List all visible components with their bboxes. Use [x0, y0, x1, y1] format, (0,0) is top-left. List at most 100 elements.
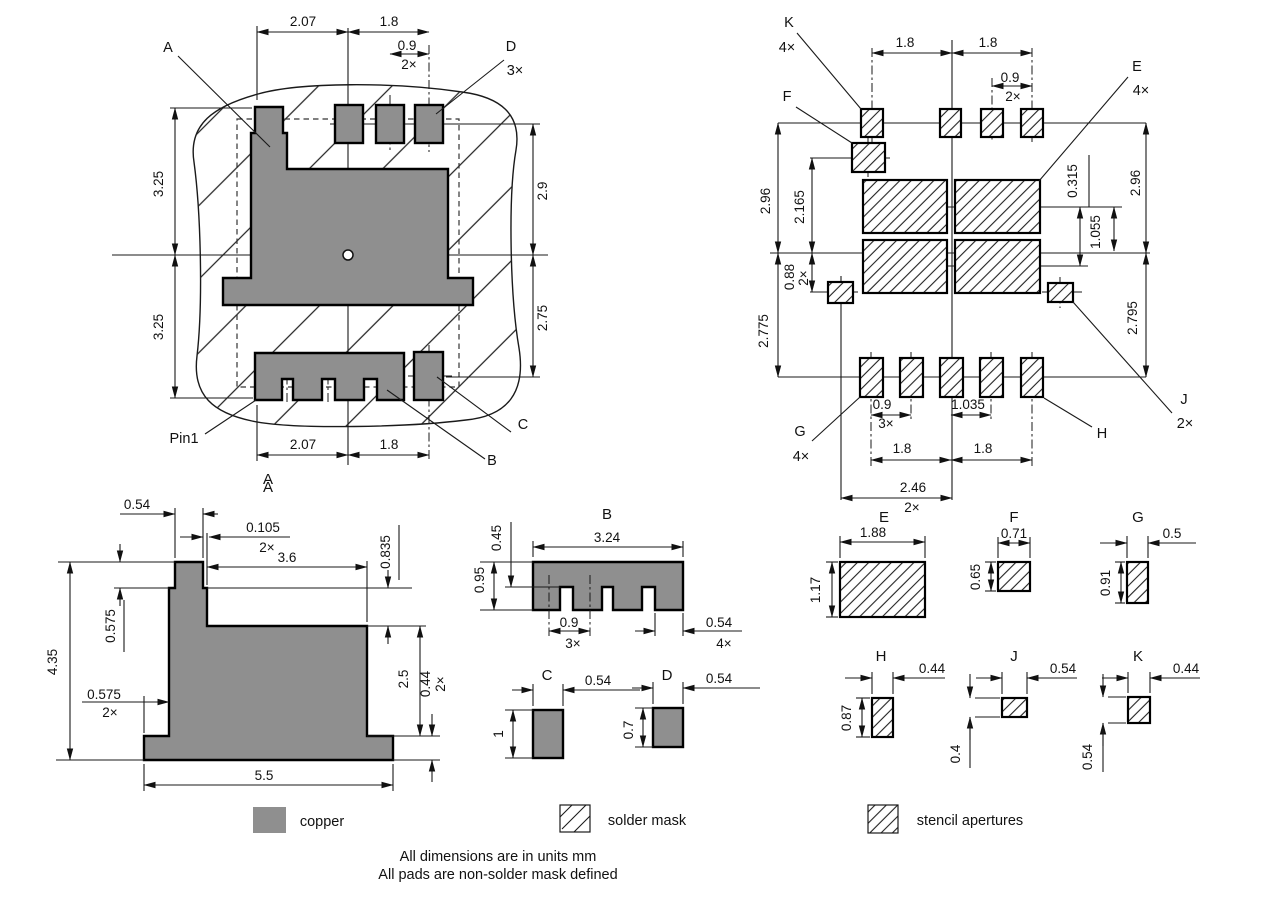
dim-b-pitch-count: 3×	[565, 636, 580, 651]
copper-pad-c	[412, 350, 445, 402]
dim-right-upper: 2.9	[535, 182, 550, 201]
label-e: E	[1132, 59, 1142, 75]
detail-c-dimensions	[505, 684, 640, 759]
dim-s-bottom-pitch: 0.9	[873, 397, 892, 412]
label-pin1: Pin1	[169, 431, 198, 447]
detail-h-dimensions	[845, 672, 945, 738]
drawing-notes: All dimensions are in units mm All pads …	[378, 849, 617, 883]
dim-s-bottom-left: 1.8	[893, 441, 912, 456]
dim-s-left-f: 2.165	[792, 190, 807, 224]
aperture-g4	[978, 356, 1005, 399]
detail-b-dimensions	[480, 522, 742, 636]
dim-s-bottom-pitch-count: 3×	[878, 416, 893, 431]
copper-pad-b	[253, 351, 406, 402]
dim-s-left-small-count: 2×	[796, 270, 811, 285]
detail-g: G 0.5 0.91	[1098, 509, 1196, 605]
stencil-dimensions	[774, 32, 1173, 502]
label-k: K	[784, 15, 794, 31]
dim-a-flange-overhang: 0.575	[87, 687, 121, 702]
label-h: H	[1097, 426, 1107, 442]
copper-pad-d1	[333, 103, 365, 145]
detail-a: A	[45, 479, 448, 791]
dim-a-tab-w: 0.54	[124, 497, 151, 512]
detail-h: H 0.44 0.87	[839, 648, 946, 739]
dim-a-total-w: 5.5	[255, 768, 274, 783]
dim-a-flange-h-count: 2×	[433, 676, 448, 691]
detail-a-title: A	[263, 479, 273, 496]
legend-copper-label: copper	[300, 814, 345, 830]
detail-c: C 0.54 1	[491, 667, 640, 760]
stencil-view: K 4× F 1.8 1.8 0.9 2× E 4× 2.96 2.165 0.…	[756, 15, 1193, 515]
detail-b-shape	[531, 560, 685, 612]
dim-s-right-gap: 0.315	[1065, 164, 1080, 198]
dim-s-left-small: 0.88	[782, 264, 797, 290]
dim-f-h: 0.65	[968, 564, 983, 590]
dim-s-top-right: 1.8	[979, 35, 998, 50]
dim-s-bottom-span: 2.46	[900, 480, 926, 495]
aperture-e1	[861, 178, 949, 235]
detail-g-shape	[1125, 560, 1150, 605]
aperture-g2	[898, 356, 925, 399]
dim-a-flange-overhang-count: 2×	[102, 705, 117, 720]
detail-e-dimensions	[826, 536, 926, 618]
dim-j-h: 0.4	[948, 744, 963, 763]
dim-a-body-h: 2.5	[396, 670, 411, 689]
dim-s-left-lower: 2.775	[756, 314, 771, 348]
dim-f-w: 0.71	[1001, 526, 1027, 541]
detail-k-dimensions	[1099, 672, 1200, 772]
aperture-e2	[953, 178, 1042, 235]
detail-d-title: D	[662, 667, 673, 684]
detail-g-title: G	[1132, 509, 1144, 526]
stencil-apertures	[826, 107, 1075, 399]
dim-top-pitch-count: 2×	[401, 57, 416, 72]
dim-s-top-pitch: 0.9	[1001, 70, 1020, 85]
land-view-title: A	[263, 471, 273, 488]
dim-a-total-h: 4.35	[45, 649, 60, 675]
label-c: C	[518, 417, 528, 433]
label-e-count: 4×	[1133, 83, 1150, 99]
dim-b-w: 3.24	[594, 530, 621, 545]
aperture-left-small	[826, 280, 855, 305]
detail-h-shape	[870, 696, 895, 739]
dim-k-w: 0.44	[1173, 661, 1200, 676]
legend-solder-mask-swatch	[559, 804, 591, 833]
legend-copper-swatch	[253, 807, 286, 833]
aperture-j	[1046, 281, 1075, 304]
detail-d-dimensions	[632, 682, 760, 748]
legend: copper solder mask stencil apertures	[253, 804, 1023, 834]
dim-b-tooth-count: 4×	[716, 636, 731, 651]
aperture-f	[850, 141, 887, 174]
aperture-k2	[938, 107, 963, 139]
dim-s-bottom-span-count: 2×	[904, 500, 919, 515]
detail-a-dimensions	[56, 508, 440, 791]
dim-s-right-lower: 2.795	[1125, 301, 1140, 335]
legend-solder-mask-label: solder mask	[608, 813, 687, 829]
detail-e-title: E	[879, 509, 889, 526]
aperture-k4	[1019, 107, 1045, 139]
dim-e-w: 1.88	[860, 525, 886, 540]
dim-bottom-left: 2.07	[290, 437, 316, 452]
dim-s-top-left: 1.8	[896, 35, 915, 50]
detail-e-shape	[838, 560, 927, 619]
dim-bottom-right: 1.8	[380, 437, 399, 452]
aperture-k3	[979, 107, 1005, 139]
detail-k: K 0.44 0.54	[1080, 648, 1200, 772]
dim-a-step: 0.105	[246, 520, 280, 535]
copper-pad-d2	[374, 103, 406, 145]
dim-h-h: 0.87	[839, 705, 854, 731]
dim-a-flange-h: 0.44	[418, 670, 433, 697]
aperture-g3	[938, 356, 965, 399]
detail-f-dimensions	[985, 537, 1031, 592]
dim-a-tab-h: 0.575	[103, 609, 118, 643]
detail-f-title: F	[1009, 509, 1018, 526]
dim-j-w: 0.54	[1050, 661, 1077, 676]
dim-s-bottom-right: 1.8	[974, 441, 993, 456]
dim-g-w: 0.5	[1163, 526, 1182, 541]
dim-e-h: 1.17	[808, 577, 823, 603]
detail-e: E 1.88 1.17	[808, 509, 927, 619]
center-mark	[342, 249, 354, 261]
detail-f: F 0.71 0.65	[968, 509, 1032, 593]
dim-h-w: 0.44	[919, 661, 946, 676]
label-j-count: 2×	[1177, 416, 1194, 432]
label-b: B	[487, 453, 497, 469]
